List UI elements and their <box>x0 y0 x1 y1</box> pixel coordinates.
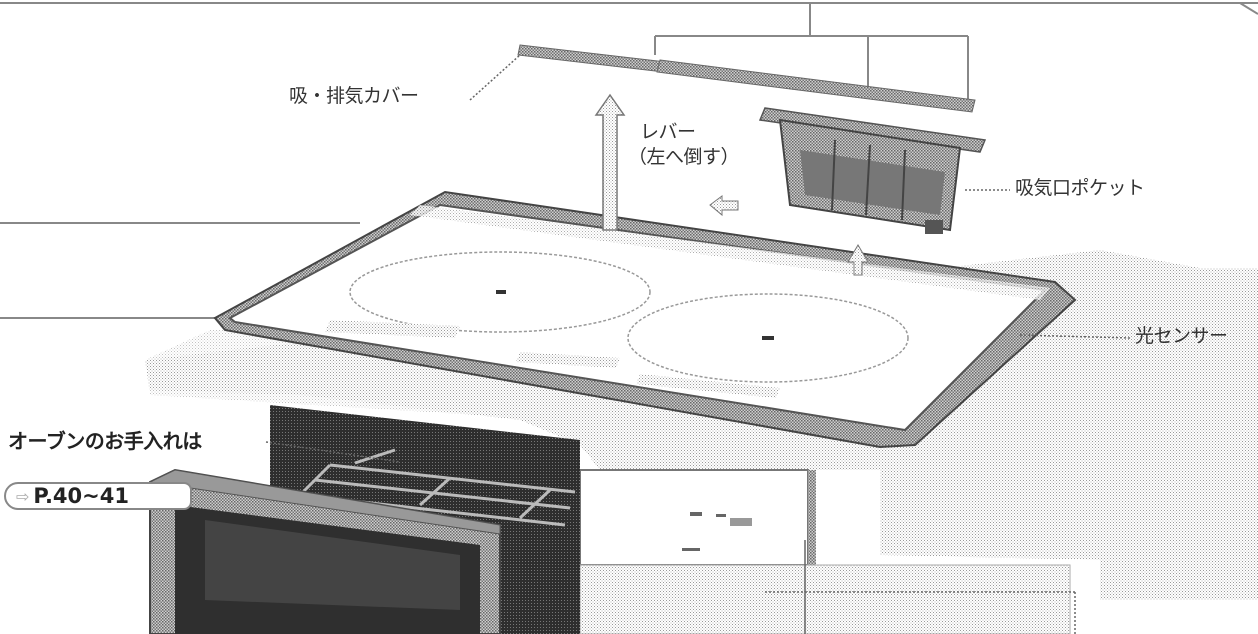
label-lever-line2: （左へ倒す） <box>628 146 740 168</box>
label-oven-care: オーブンのお手入れは <box>8 429 202 453</box>
label-light-sensor: 光センサー <box>1135 325 1228 347</box>
leader-lines <box>265 54 1131 634</box>
cabinet-panel <box>579 469 1071 634</box>
label-lever-line1: レバー <box>640 121 696 143</box>
outer-frame-lines <box>0 2 1258 319</box>
label-intake-pocket: 吸気口ポケット <box>1015 177 1145 199</box>
motion-arrows <box>594 93 869 276</box>
intake-pocket <box>758 107 987 234</box>
exhaust-cover-parts <box>517 44 976 113</box>
oven-care-page-ref[interactable]: ⇨ P.40~41 <box>4 482 192 510</box>
label-intake-exhaust-cover: 吸・排気カバー <box>289 85 419 107</box>
oven-door <box>148 468 501 634</box>
arrow-right-icon: ⇨ <box>16 486 30 506</box>
page-ref-text: P.40~41 <box>33 484 129 508</box>
